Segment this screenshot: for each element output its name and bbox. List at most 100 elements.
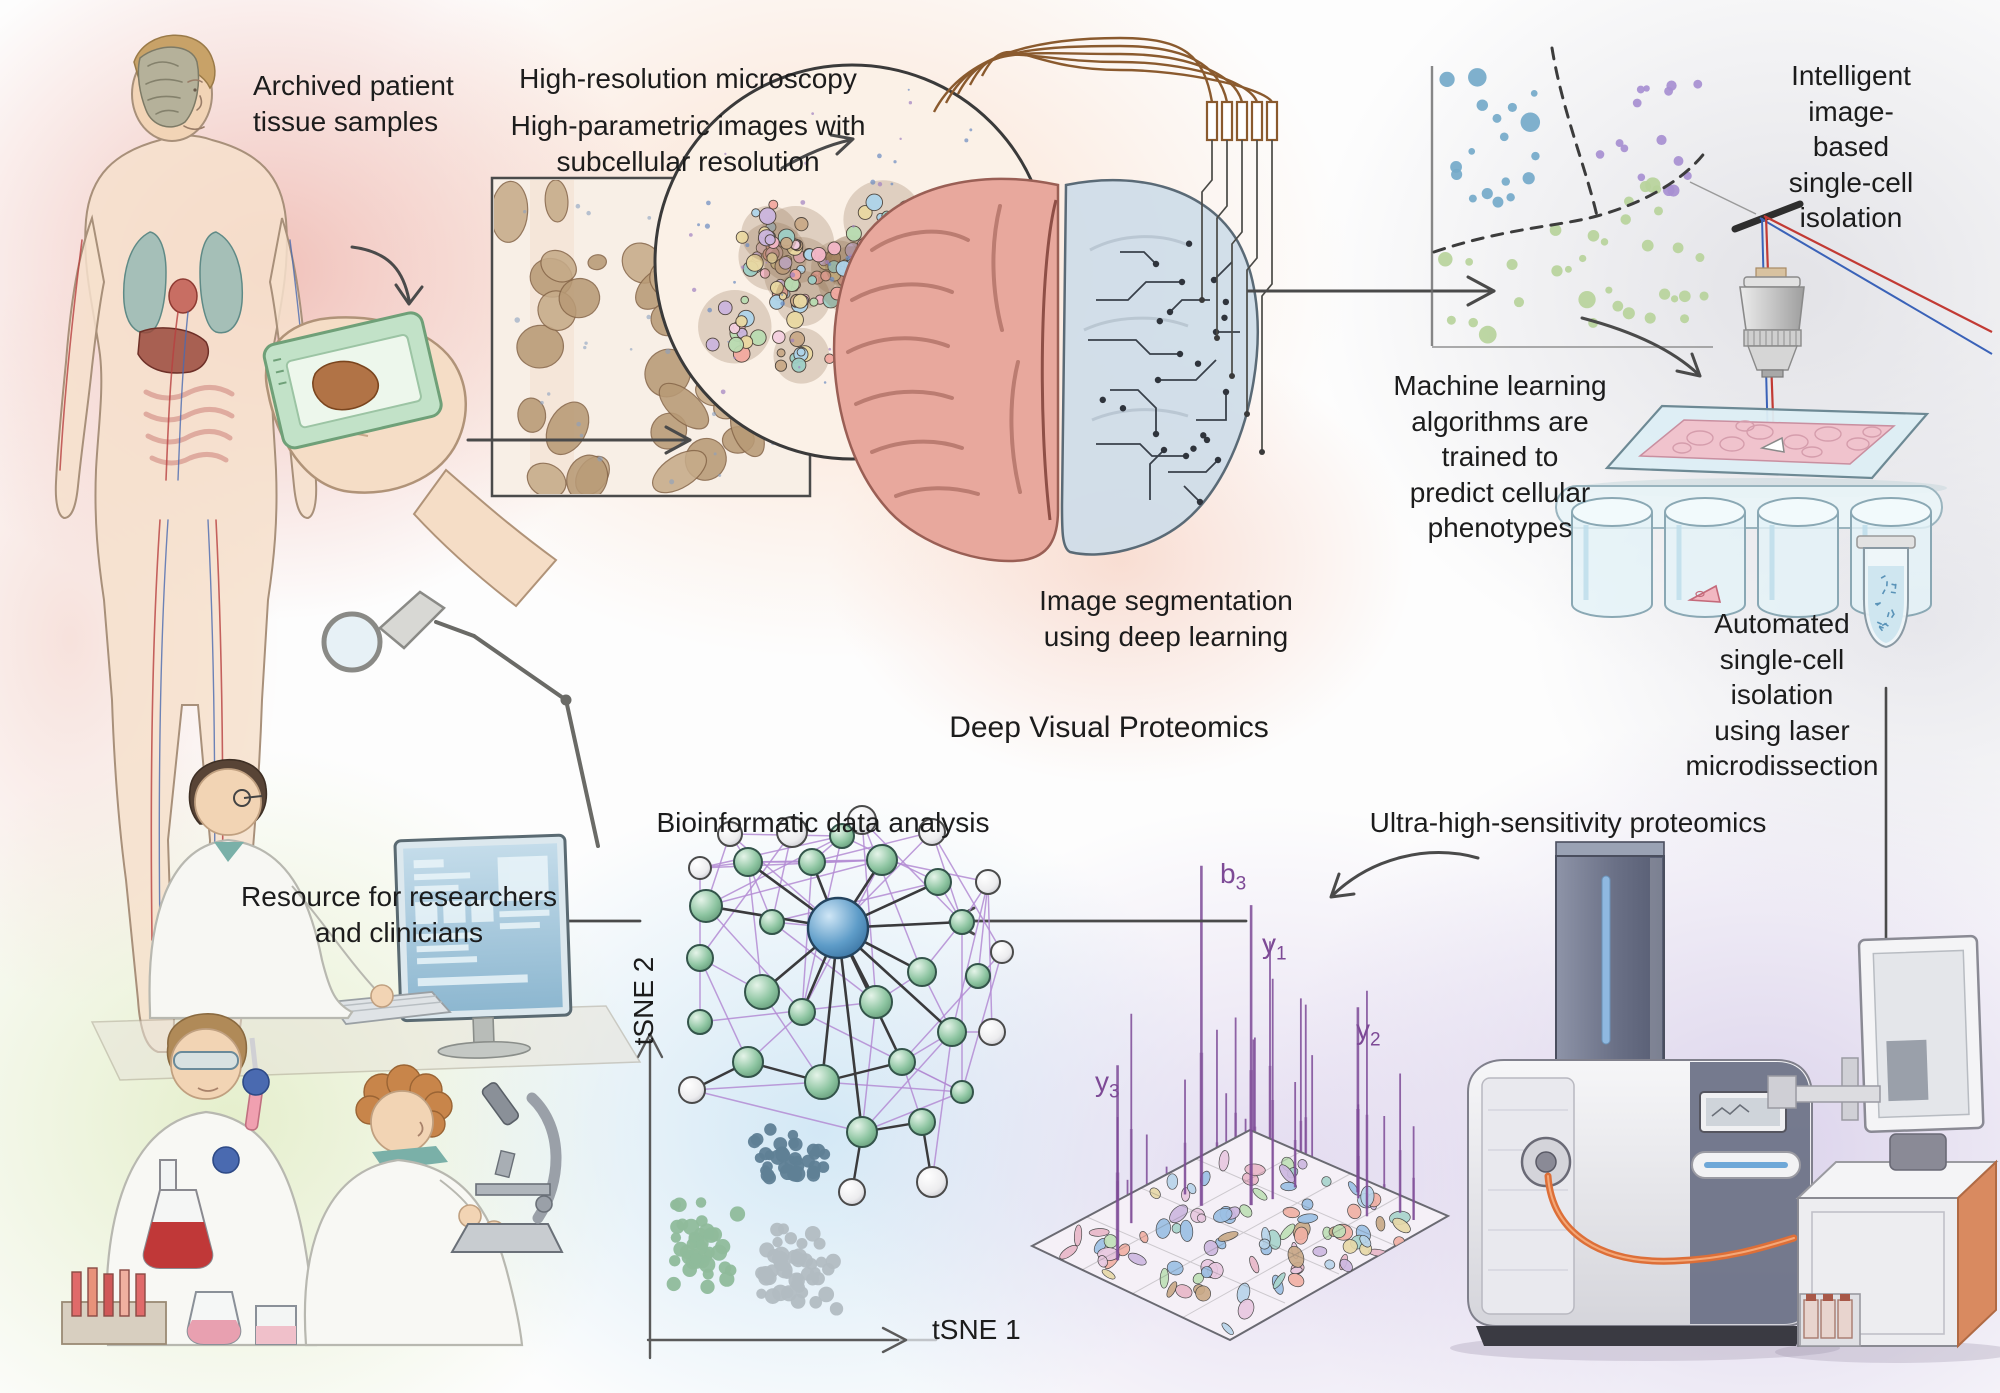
speck — [691, 287, 697, 293]
speck — [576, 421, 581, 427]
label-image-segmentation: Image segmentation using deep learning — [1039, 585, 1293, 652]
circuit-node — [1210, 276, 1218, 284]
network-node-green — [788, 998, 816, 1026]
plane-cell — [1155, 1218, 1171, 1239]
plane-cell — [1272, 1272, 1286, 1289]
tsne-dot — [793, 1281, 805, 1293]
figure-title: Deep Visual Proteomics — [949, 711, 1269, 744]
segmented-cell — [865, 193, 883, 212]
network-edge-purple — [861, 1031, 953, 1133]
network-edge-purple — [691, 1081, 823, 1091]
brain-left-anatomical — [832, 177, 1060, 563]
tissue-blob — [526, 462, 567, 494]
collection-tube-rim — [1850, 497, 1932, 527]
scatter-dot — [1507, 102, 1517, 113]
gantry-arm — [1787, 1085, 1881, 1103]
sample-speck — [1890, 613, 1896, 619]
plane-cell — [1195, 1285, 1212, 1302]
scatter-dot — [1549, 224, 1562, 236]
network-node-green — [965, 963, 991, 989]
tsne-dot — [788, 1137, 803, 1152]
speck — [727, 340, 729, 343]
circuit-node — [1152, 430, 1160, 438]
circuit-node — [1166, 308, 1174, 316]
pin-trace — [1231, 140, 1243, 376]
network-edge-purple — [699, 859, 883, 869]
scatter-dot — [1578, 290, 1596, 309]
speck — [718, 473, 722, 477]
tsne-dot — [773, 1137, 788, 1151]
network-node-white — [776, 816, 808, 848]
autosampler-monitor — [1857, 934, 1985, 1134]
arrow-label-to-circle — [780, 133, 855, 170]
plane-cell — [1117, 1243, 1131, 1257]
network-node-green — [859, 985, 893, 1019]
circuit-node — [1185, 240, 1193, 247]
plane-cell — [1297, 1213, 1319, 1224]
pin-trace-end — [1259, 449, 1265, 455]
collected-tissue-piece — [1687, 584, 1722, 603]
label-intelligent-isolation: Intelligent image-based single-cell isol… — [1788, 60, 1914, 234]
tissue-blob — [540, 249, 577, 283]
network-node-green — [866, 844, 898, 876]
speck — [899, 137, 902, 141]
scatter-dot — [1673, 156, 1684, 166]
segmented-cell — [811, 246, 827, 263]
tsne-dot — [729, 1206, 746, 1222]
wire — [980, 51, 1274, 103]
network-edge-purple — [861, 819, 923, 973]
tsne-dot — [806, 1165, 821, 1179]
scatter-dot — [1446, 315, 1456, 325]
tissue-blob — [587, 254, 607, 271]
plane-cell — [1321, 1176, 1332, 1187]
segmented-cell — [809, 297, 819, 307]
tsne-dot — [764, 1123, 777, 1136]
mirror — [1731, 200, 1804, 233]
focus-knob — [535, 1195, 553, 1213]
scatter-dot — [1468, 148, 1476, 155]
speck — [811, 112, 815, 115]
sample-speck — [1876, 621, 1883, 625]
scatter-dot — [1664, 86, 1674, 96]
segmented-cell — [776, 348, 786, 358]
network-edge-purple — [691, 1089, 863, 1133]
pin-trace-end — [1199, 297, 1205, 303]
network-node-white — [978, 1018, 1006, 1046]
scatter-dot — [1492, 113, 1502, 123]
wire — [968, 53, 1259, 103]
tissue-blob — [658, 382, 710, 430]
circuit-node — [1119, 405, 1127, 412]
segmented-cell — [770, 281, 784, 295]
network-edge-purple — [861, 1091, 963, 1133]
ms-base — [1476, 1326, 1804, 1346]
speck — [713, 452, 717, 456]
plane-cell — [1203, 1240, 1219, 1256]
sample-speck — [1883, 622, 1889, 627]
peak-label-y1: y1 — [1262, 928, 1287, 965]
scatter-dot — [1506, 258, 1518, 270]
segmented-cell — [759, 268, 771, 279]
peak-label-b3: b3 — [1220, 858, 1247, 895]
network-node-white — [975, 869, 1001, 895]
circuit-trace — [1096, 281, 1182, 301]
speck — [647, 216, 652, 220]
tissue-blob — [517, 397, 547, 433]
speck — [741, 265, 745, 269]
tsne-y-axis-label: tSNE 2 — [628, 956, 660, 1046]
tsne-dot — [772, 1236, 783, 1248]
plane-cell — [1213, 1207, 1233, 1223]
arrow-body-to-hand — [350, 245, 424, 306]
tsne-dot — [790, 1248, 808, 1265]
circuit-node — [1221, 314, 1228, 321]
label-high-parametric: High-parametric images with subcellular … — [510, 110, 866, 177]
segmented-cell — [820, 270, 832, 282]
tsne-dot — [669, 1255, 681, 1267]
plane-cell — [1149, 1187, 1161, 1199]
scatter-dot — [1637, 173, 1646, 182]
network-node-green — [949, 909, 975, 935]
plane-cell — [1127, 1252, 1147, 1266]
plane-cell — [1218, 1150, 1230, 1172]
speck — [707, 307, 713, 313]
circuit-node — [1222, 298, 1230, 306]
segmented-cell — [796, 347, 806, 357]
